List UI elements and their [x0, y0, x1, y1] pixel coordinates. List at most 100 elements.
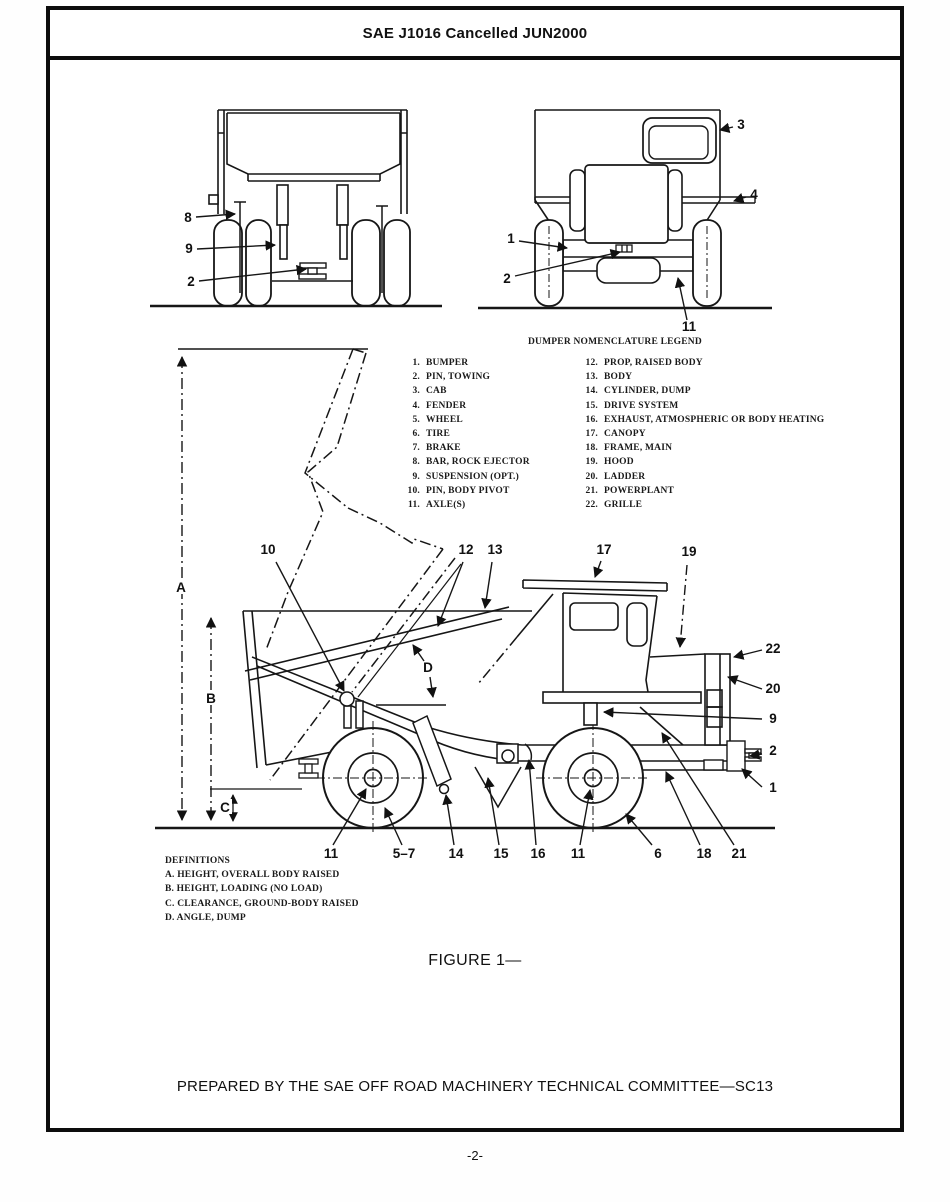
dim-b-label-bg	[203, 690, 219, 705]
callout-side-9: 9	[769, 711, 777, 726]
callout-side-5-7: 5–7	[393, 846, 416, 861]
cab	[522, 579, 668, 693]
suspension-strut	[583, 702, 598, 726]
callout-side-17: 17	[596, 542, 611, 557]
rear-pin-bracket	[298, 758, 319, 779]
callout-rear-8: 8	[184, 210, 192, 225]
callout-front-4: 4	[750, 187, 758, 202]
legend-right-column: 12.PROP, RAISED BODY 13.BODY 14.CYLINDER…	[576, 356, 825, 512]
dim-a-label-bg	[173, 579, 190, 594]
header-band: SAE J1016 Cancelled JUN2000	[50, 10, 900, 60]
rear-wheel	[316, 721, 430, 835]
legend-item: 16.EXHAUST, ATMOSPHERIC OR BODY HEATING	[585, 414, 825, 425]
rear-towing-pin	[298, 262, 327, 280]
cab-window	[642, 117, 717, 164]
callout-side-22: 22	[765, 641, 780, 656]
prepared-by-line: PREPARED BY THE SAE OFF ROAD MACHINERY T…	[176, 1078, 774, 1095]
figure-caption: FIGURE 1—	[428, 952, 522, 969]
rear-tires	[213, 219, 411, 307]
callout-side-20: 20	[765, 681, 780, 696]
body-pivot-pin	[339, 691, 364, 729]
callout-side-2: 2	[769, 743, 777, 758]
dim-label-c: C	[220, 800, 230, 815]
callout-side-16: 16	[530, 846, 546, 861]
legend-item: 8.BAR, ROCK EJECTOR	[412, 457, 530, 468]
definition-item: D. ANGLE, DUMP	[165, 912, 246, 923]
callout-side-18: 18	[696, 846, 712, 861]
dim-c-label-bg	[218, 799, 232, 814]
callout-rear-9: 9	[185, 241, 193, 256]
dimension-c	[210, 788, 302, 822]
legend-item: 21.POWERPLANT	[585, 485, 675, 496]
callout-side-13: 13	[487, 542, 503, 557]
front-wheel	[536, 721, 650, 835]
legend-item: 19.HOOD	[585, 457, 634, 468]
definition-item: C. CLEARANCE, GROUND-BODY RAISED	[165, 898, 359, 909]
legend-title: DUMPER NOMENCLATURE LEGEND	[528, 337, 702, 347]
legend-item: 17.CANOPY	[585, 428, 646, 439]
front-hood-block	[569, 164, 683, 244]
legend-item: 20.LADDER	[585, 471, 646, 482]
callout-front-2: 2	[503, 271, 511, 286]
callout-side-14: 14	[448, 846, 464, 861]
front-leader-lines	[514, 122, 747, 321]
legend-item: 15.DRIVE SYSTEM	[585, 400, 679, 411]
legend-item: 7.BRAKE	[412, 443, 461, 454]
dump-cylinder	[412, 714, 452, 795]
rock-ejector-bars	[234, 201, 388, 293]
callout-side-10: 10	[260, 542, 275, 557]
legend-item: 14.CYLINDER, DUMP	[585, 386, 691, 397]
dim-label-a: A	[176, 580, 186, 595]
nomenclature-legend: DUMPER NOMENCLATURE LEGEND 1.BUMPER 2.PI…	[398, 337, 830, 512]
hood-grille-ladder	[639, 653, 731, 746]
legend-item: 12.PROP, RAISED BODY	[585, 358, 703, 368]
legend-item: 6.TIRE	[412, 428, 451, 439]
callout-front-3: 3	[737, 117, 745, 132]
legend-item: 4.FENDER	[412, 400, 467, 411]
rear-suspension-posts	[276, 184, 349, 260]
legend-item: 9.SUSPENSION (OPT.)	[412, 471, 519, 482]
dim-label-d: D	[423, 660, 433, 675]
callout-rear-2: 2	[187, 274, 195, 289]
legend-item: 13.BODY	[585, 372, 633, 383]
callout-side-12: 12	[458, 542, 473, 557]
definition-item: A. HEIGHT, OVERALL BODY RAISED	[165, 870, 340, 881]
callout-side-21: 21	[731, 846, 747, 861]
rear-side-tab	[208, 194, 219, 205]
callout-side-15: 15	[493, 846, 509, 861]
legend-item: 11.AXLE(S)	[408, 499, 466, 510]
definitions-block: DEFINITIONS A. HEIGHT, OVERALL BODY RAIS…	[165, 854, 359, 925]
legend-left-column: 1.BUMPER 2.PIN, TOWING 3.CAB 4.FENDER 5.…	[398, 356, 576, 512]
callout-side-1: 1	[769, 780, 777, 795]
rear-body	[208, 109, 408, 214]
dim-label-b: B	[206, 691, 216, 706]
callout-side-19: 19	[681, 544, 696, 559]
exhaust-pipe	[524, 743, 533, 761]
page-border-frame: SAE J1016 Cancelled JUN2000	[46, 6, 904, 1132]
front-towing-pin	[615, 244, 633, 253]
legend-item: 18.FRAME, MAIN	[585, 443, 673, 454]
definitions-title: DEFINITIONS	[165, 856, 231, 866]
legend-item: 5.WHEEL	[412, 414, 463, 425]
dimension-d	[376, 644, 446, 706]
front-lower-block	[596, 257, 661, 284]
lowered-body	[242, 593, 728, 771]
front-view-diagram: 3 4 1 2 11	[478, 109, 772, 334]
callout-front-11: 11	[682, 319, 697, 334]
callout-side-11-front: 11	[571, 846, 586, 861]
legend-item: 2.PIN, TOWING	[412, 372, 491, 383]
deck-platform	[542, 691, 702, 704]
definition-item: B. HEIGHT, LOADING (NO LOAD)	[165, 884, 323, 895]
legend-item: 10.PIN, BODY PIVOT	[407, 485, 510, 496]
raised-body-phantom	[265, 348, 518, 781]
legend-item: 1.BUMPER	[412, 358, 469, 368]
page-number: -2-	[467, 1148, 483, 1163]
front-tires	[534, 219, 722, 307]
callout-front-1: 1	[507, 231, 515, 246]
callout-side-11-rear: 11	[324, 846, 339, 861]
drive-system	[474, 743, 522, 809]
callout-side-6: 6	[654, 846, 662, 861]
document-title: SAE J1016 Cancelled JUN2000	[362, 24, 588, 42]
legend-item: 3.CAB	[412, 386, 447, 397]
